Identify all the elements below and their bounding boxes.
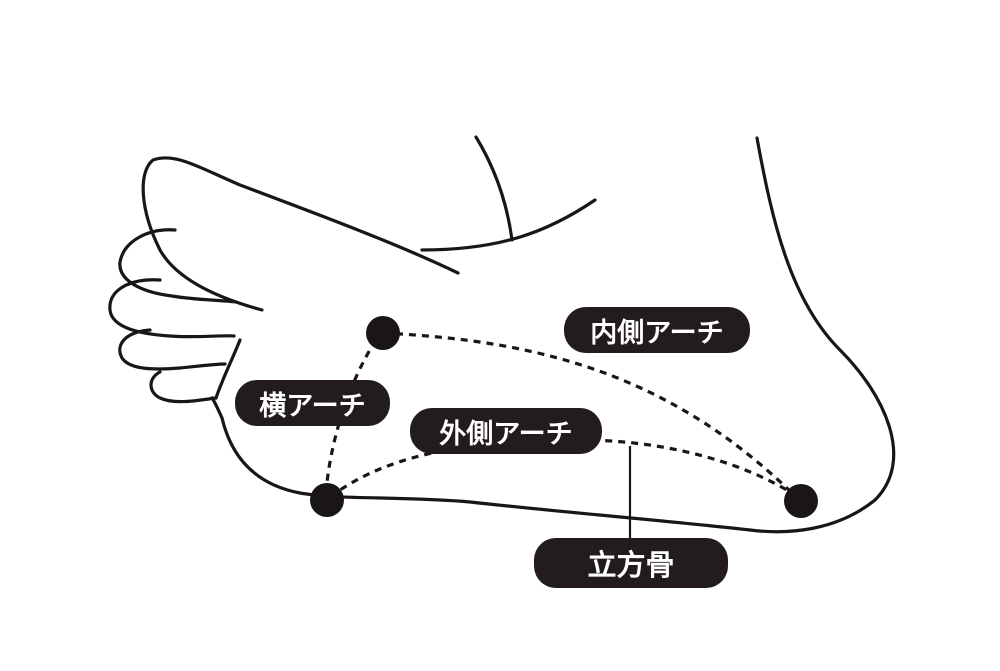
sole-line <box>210 396 752 532</box>
dorsum-line <box>141 156 460 312</box>
point-first-metatarsal-head <box>366 316 400 350</box>
lateral-arch-label: 外側アーチ <box>410 408 602 454</box>
toe-tip-line <box>214 338 242 400</box>
toe-line-1 <box>118 228 238 304</box>
toe-line-2 <box>108 278 236 339</box>
ankle-line <box>474 135 514 242</box>
point-heel <box>784 484 818 518</box>
toe-line-4 <box>149 370 218 404</box>
medial-arch-line <box>382 331 794 495</box>
instep-line <box>420 198 597 252</box>
cuboid-label: 立方骨 <box>534 538 728 588</box>
transverse-arch-label: 横アーチ <box>235 380 390 426</box>
toe-line-3 <box>118 328 227 371</box>
heel-line <box>748 136 896 534</box>
medial-arch-label: 内側アーチ <box>564 307 750 353</box>
foot-outline <box>108 135 896 534</box>
point-fifth-metatarsal-head <box>310 483 344 517</box>
